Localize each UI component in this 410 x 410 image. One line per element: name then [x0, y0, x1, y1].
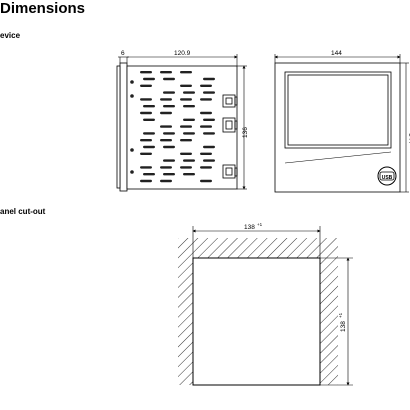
vent-slot [203, 91, 215, 94]
dim-cutout-height-label: 138 [340, 321, 347, 332]
vent-slot [200, 179, 212, 183]
vent-slot [183, 91, 195, 94]
vent-slot [160, 179, 172, 183]
vent-slot [140, 84, 152, 87]
vent-slot [183, 173, 195, 176]
vent-slot [180, 71, 192, 74]
dim-side-depth [127, 54, 238, 66]
dim-front-height [400, 62, 409, 193]
vent-slot [160, 125, 172, 128]
vent-slot [203, 145, 215, 149]
vent-slot [140, 179, 152, 183]
dim-cutout-width-label: 138 [244, 224, 255, 231]
vent-slot [203, 118, 215, 121]
vent-slot [200, 84, 212, 87]
dim-side-small-label: 6 [121, 50, 125, 57]
device-vent-slots [130, 71, 215, 183]
vent-slot [203, 77, 215, 81]
vent-slot [183, 159, 195, 162]
dim-side-height-label: 136 [242, 127, 249, 138]
device-front-view [274, 62, 401, 193]
vent-slot [143, 118, 155, 121]
vent-slot [140, 152, 152, 155]
mounting-hole [130, 148, 134, 152]
dim-front-width [274, 54, 401, 63]
dim-side-depth-label: 120.9 [174, 50, 191, 57]
vent-slot [160, 139, 172, 142]
vent-slot [160, 166, 172, 169]
mounting-hole [130, 170, 134, 174]
mounting-hole [130, 94, 134, 98]
dim-front-height-label: 144 [407, 133, 410, 144]
usb-icon [377, 166, 397, 186]
cutout-drawing [178, 238, 338, 386]
vent-slot [163, 105, 175, 108]
vent-slot [140, 71, 152, 74]
page-title: Dimensions [0, 0, 86, 17]
section-cutout-heading: anel cut-out [0, 207, 46, 216]
vent-slot [140, 139, 152, 142]
vent-slot [180, 98, 192, 101]
vent-slot [200, 166, 212, 169]
vent-slot [183, 105, 195, 108]
vent-slot [140, 166, 152, 169]
dim-side-small [118, 56, 129, 63]
vent-slot [163, 77, 175, 81]
vent-slot [200, 111, 212, 115]
dim-side-height [237, 65, 247, 190]
vent-slot [163, 145, 175, 149]
vent-slot [163, 91, 175, 94]
usb-label: USB [382, 175, 393, 181]
vent-slot [203, 132, 215, 135]
vent-slot [180, 166, 192, 169]
dim-front-width-label: 144 [331, 50, 342, 57]
vent-slot [143, 132, 155, 135]
mounting-hole [130, 80, 134, 84]
vent-slot [140, 98, 152, 101]
vent-slot [140, 111, 152, 115]
vent-slot [160, 71, 172, 74]
dim-cutout-height [320, 257, 353, 386]
vent-slot [180, 139, 192, 142]
vent-slot [180, 125, 192, 128]
vent-slot [200, 125, 212, 128]
vent-slot [200, 152, 212, 155]
vent-slot [160, 98, 172, 101]
vent-slot [143, 145, 155, 149]
dim-cutout-width-tolerance: +1 [257, 222, 263, 227]
device-side-view [116, 62, 238, 192]
vent-slot [183, 132, 195, 135]
vent-slot [143, 77, 155, 81]
vent-slot [163, 173, 175, 176]
vent-slot [163, 159, 175, 162]
vent-slot [203, 159, 215, 162]
vent-slot [143, 173, 155, 176]
dim-cutout-width [192, 226, 321, 258]
vent-slot [163, 132, 175, 135]
vent-slot [180, 84, 192, 87]
dim-cutout-height-tolerance: +1 [338, 312, 343, 318]
section-device-heading: evice [0, 31, 21, 40]
vent-slot [180, 152, 192, 155]
vent-slot [200, 98, 212, 101]
vent-slot [160, 111, 172, 115]
vent-slot [183, 118, 195, 121]
vent-slot [143, 105, 155, 108]
